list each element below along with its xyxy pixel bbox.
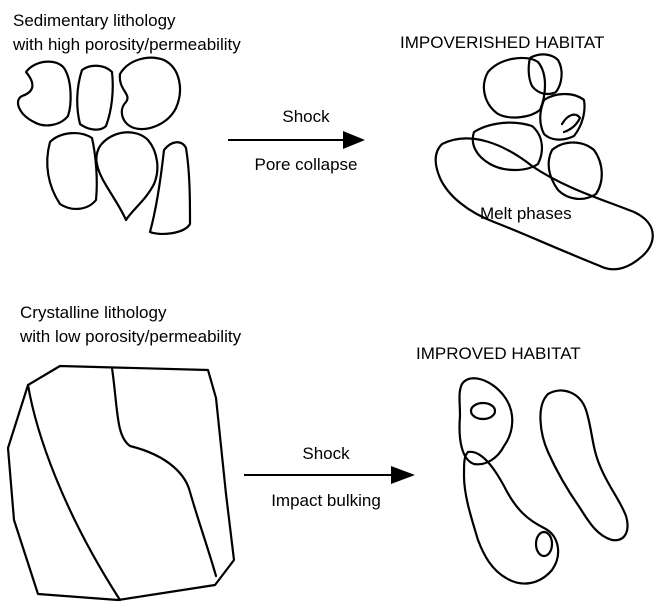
grain-3 [120, 58, 180, 129]
vesicle-lower [536, 532, 552, 556]
grain-1 [18, 62, 71, 126]
melt-phases-label: Melt phases [480, 204, 572, 223]
fragment-right [540, 391, 627, 541]
shock-label-bottom: Shock [302, 444, 350, 463]
pore-collapse-label: Pore collapse [254, 155, 357, 174]
sedimentary-caption-line2: with high porosity/permeability [12, 35, 241, 54]
sedimentary-caption-line1: Sedimentary lithology [13, 11, 176, 30]
fracture-right [112, 368, 216, 576]
vesicle-upper [471, 403, 495, 419]
fracture-left [28, 385, 120, 600]
compacted-grain-1 [484, 58, 545, 118]
crystalline-block [8, 366, 234, 600]
sedimentary-grains [18, 58, 190, 234]
shock-label-top: Shock [282, 107, 330, 126]
crystalline-caption-line2: with low porosity/permeability [19, 327, 242, 346]
impact-bulking-label: Impact bulking [271, 491, 381, 510]
fragment-lower [464, 452, 558, 584]
impoverished-habitat-title: IMPOVERISHED HABITAT [400, 33, 604, 52]
grain-2 [77, 66, 113, 130]
shock-arrow-bottom [244, 466, 415, 484]
top-panel: Sedimentary lithology with high porosity… [12, 11, 653, 269]
improved-habitat-title: IMPROVED HABITAT [416, 344, 581, 363]
improved-habitat-figure [460, 378, 628, 583]
compacted-grain-5 [473, 123, 542, 170]
grain-5 [96, 132, 157, 220]
shock-arrow-top [228, 131, 365, 149]
impoverished-habitat-figure [436, 54, 653, 269]
crystalline-caption-line1: Crystalline lithology [20, 303, 167, 322]
compacted-grain-6 [549, 143, 602, 199]
bottom-panel: Crystalline lithology with low porosity/… [8, 303, 627, 600]
grain-4 [47, 133, 97, 209]
crystalline-outline [8, 366, 234, 600]
